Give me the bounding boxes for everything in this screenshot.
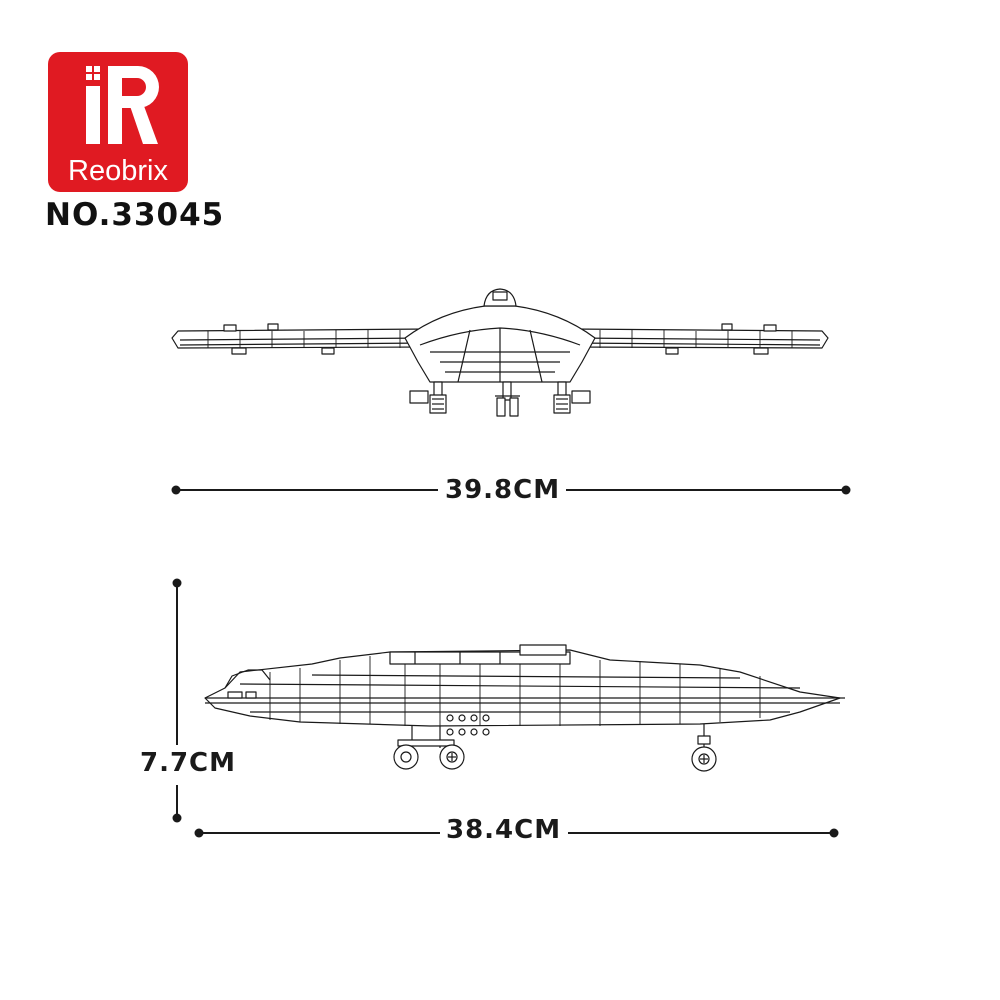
side-view-aircraft [204, 644, 845, 772]
width-dimension-label: 39.8CM [439, 475, 567, 505]
height-dimension-label: 7.7CM [140, 748, 237, 778]
length-dimension-line [194, 828, 839, 838]
height-dimension-line [172, 578, 182, 823]
brand-logo-icon: Reobrix [48, 52, 188, 192]
length-dimension-label: 38.4CM [440, 815, 568, 845]
brand-name: Reobrix [68, 155, 168, 187]
front-view-aircraft [171, 288, 829, 417]
brand-logo: Reobrix [48, 52, 188, 192]
model-number: NO.33045 [45, 197, 225, 233]
width-dimension-line [171, 485, 851, 495]
